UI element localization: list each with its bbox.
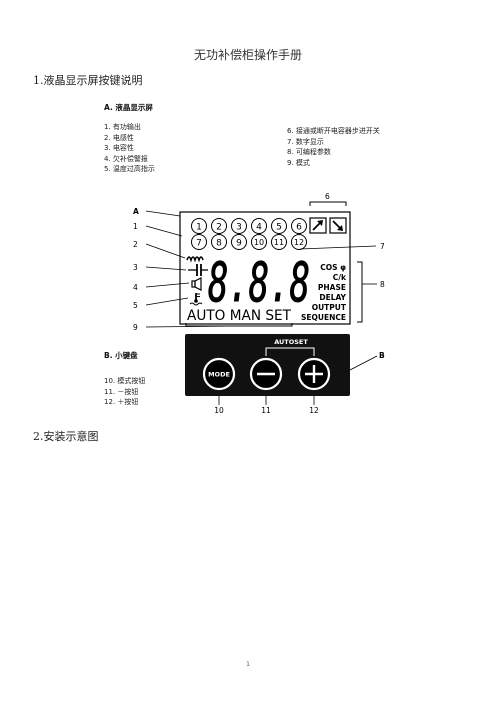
mode-button[interactable]: MODE [202,357,236,391]
legend-item: 11. －按钮 [104,387,139,396]
param-ck: C/k [333,273,347,282]
parameter-labels: COS φ C/k PHASE DELAY OUTPUT SEQUENCE [301,263,347,322]
step-indicator-10: 10 [251,234,267,250]
callout-labels: A 1 2 3 4 5 9 6 7 8 B 10 11 12 [133,192,385,415]
plus-button[interactable] [297,357,331,391]
autoset-label: AUTOSET [274,338,308,346]
step-number: 10 [254,238,264,247]
callout-2: 2 [133,240,138,249]
callout-6: 6 [325,192,330,201]
step-number: 9 [236,239,242,249]
step-indicator-8: 8 [211,234,227,250]
legend-item: 8. 可编程参数 [287,148,331,156]
step-indicator-11: 11 [271,234,287,250]
inductor-icon [186,256,204,263]
legend-item: 7. 数字显示 [287,137,324,146]
legend-item: 1. 有功输出 [104,123,141,131]
step-number: 12 [294,238,304,247]
callout-8: 8 [380,280,385,289]
section-2-heading: 2.安装示意图 [33,430,99,443]
lcd-legend-right: 6. 接通或断开电容器步进开关 7. 数字显示 8. 可编程参数 9. 模式 [287,126,380,168]
page-footer: 1 [0,661,496,668]
param-output: OUTPUT [312,303,347,312]
lcd-section-header: A. 液晶显示屏 [104,103,153,112]
legend-item: 12. ＋按钮 [104,398,139,406]
param-cos-phi: COS φ [320,263,346,272]
step-number: 2 [216,223,222,233]
step-number: 8 [216,239,222,249]
keyboard-legend: 10. 模式按钮 11. －按钮 12. ＋按钮 [104,376,145,408]
callout-3: 3 [133,263,138,272]
bracket-8 [357,261,363,323]
switch-off-icon [329,217,347,234]
alarm-speaker-icon [191,277,202,291]
plus-icon [305,365,323,383]
callout-9: 9 [133,323,138,332]
step-number: 11 [274,238,284,247]
legend-item: 5. 温度过高指示 [104,165,155,173]
callout-12: 12 [309,406,319,415]
step-number: 3 [236,223,242,233]
switch-on-icon [309,217,327,234]
step-indicator-2: 2 [211,218,227,234]
keyboard-section-header: B. 小键盘 [104,351,138,360]
autoset-bracket [265,347,315,356]
step-number: 7 [196,239,202,249]
legend-item: 4. 欠补偿警报 [104,154,148,163]
step-indicator-7: 7 [191,234,207,250]
step-number: 4 [256,223,262,233]
lcd-legend-left: 1. 有功输出 2. 电感性 3. 电容性 4. 欠补偿警报 5. 温度过高指示 [104,122,155,175]
step-indicator-9: 9 [231,234,247,250]
capacitor-icon [188,264,208,276]
step-row-2: 7 8 9 10 11 12 [191,234,307,250]
step-indicator-1: 1 [191,218,207,234]
step-indicator-12: 12 [291,234,307,250]
param-sequence: SEQUENCE [301,313,346,322]
document-title: 无功补偿柜操作手册 [193,48,302,62]
callout-1: 1 [133,222,138,231]
step-indicator-4: 4 [251,218,267,234]
section-1-heading: 1.液晶显示屏按键说明 [33,74,143,87]
controller-diagram: 1 2 3 4 5 6 7 8 9 10 11 12 [133,192,385,415]
callout-7: 7 [380,242,385,251]
param-delay: DELAY [319,293,346,302]
step-number: 6 [296,223,302,233]
callout-5: 5 [133,301,138,310]
page-number: 1 [246,661,250,668]
bracket-6 [309,201,347,206]
callout-a: A [133,207,139,216]
legend-item: 3. 电容性 [104,144,134,152]
step-row-1: 1 2 3 4 5 6 [191,218,307,234]
callout-lines [145,210,378,405]
legend-item: 2. 电感性 [104,133,134,142]
minus-button[interactable] [249,357,283,391]
step-indicator-6: 6 [291,218,307,234]
mode-labels: AUTO MAN SET [187,308,291,324]
callout-10: 10 [214,406,224,415]
callout-4: 4 [133,283,138,292]
step-number: 1 [196,223,202,233]
step-indicator-3: 3 [231,218,247,234]
digit-display: 8.8.8 [208,251,310,314]
legend-item: 9. 模式 [287,158,310,167]
step-indicator-5: 5 [271,218,287,234]
param-phase: PHASE [318,283,346,292]
mode-button-label: MODE [208,371,230,379]
legend-item: 10. 模式按钮 [104,377,146,385]
legend-item: 6. 接通或断开电容器步进开关 [287,127,380,135]
step-number: 5 [276,223,282,233]
callout-11: 11 [261,406,271,415]
temperature-icon [189,293,203,306]
callout-b: B [379,351,385,360]
